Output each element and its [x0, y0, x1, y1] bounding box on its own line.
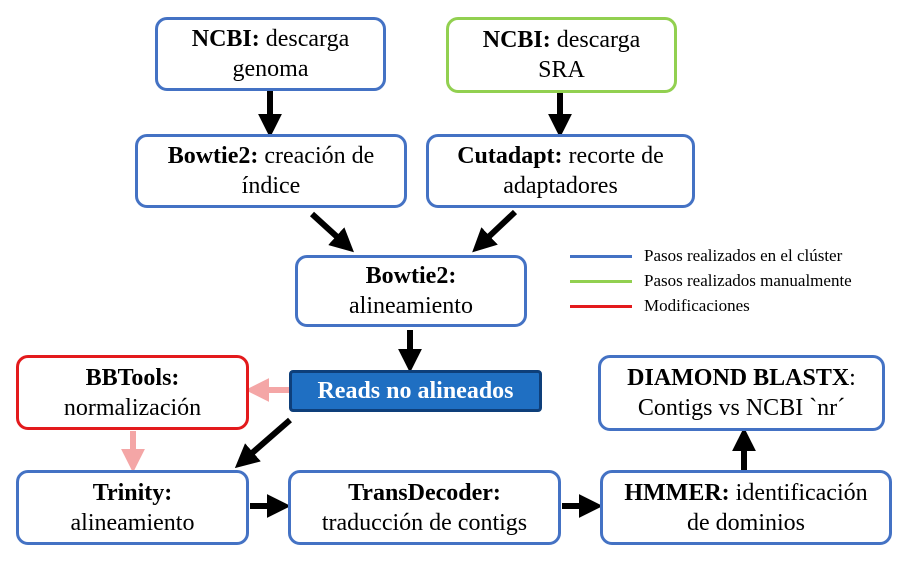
node-diamond-bold: DIAMOND BLASTX: [627, 365, 850, 391]
node-cutadapt-rest: recorte de: [562, 143, 664, 169]
node-diamond-line2: Contigs vs NCBI `nr´: [637, 395, 846, 421]
node-cutadapt: Cutadapt: recorte de adaptadores: [426, 134, 695, 208]
legend-item-modifications: Modificaciones: [570, 296, 750, 316]
node-diamond-blastx: DIAMOND BLASTX: Contigs vs NCBI `nr´: [598, 355, 885, 431]
arrow-reads-to-trinity: [234, 417, 292, 469]
legend-swatch-manual: [570, 279, 632, 283]
node-ncbi-genome-bold: NCBI:: [191, 26, 260, 52]
node-hmmer: HMMER: identificación de dominios: [600, 470, 892, 545]
legend-item-manual: Pasos realizados manualmente: [570, 271, 852, 291]
node-bowtie-align-line2: alineamiento: [349, 293, 473, 319]
node-transdecoder: TransDecoder: traducción de contigs: [288, 470, 561, 545]
legend-item-cluster: Pasos realizados en el clúster: [570, 246, 842, 266]
arrow-index-to-align: [309, 211, 354, 253]
node-diamond-rest: :: [849, 365, 856, 391]
node-ncbi-sra-bold: NCBI:: [482, 27, 551, 53]
node-reads-no-alineados: Reads no alineados: [289, 370, 542, 412]
legend-label-cluster: Pasos realizados en el clúster: [644, 246, 843, 265]
node-cutadapt-bold: Cutadapt:: [457, 143, 563, 169]
node-hmmer-line2: de dominios: [687, 509, 805, 536]
node-ncbi-sra-rest: descarga: [550, 27, 641, 53]
node-bowtie-align-bold: Bowtie2:: [365, 263, 457, 289]
node-trinity: Trinity: alineamiento: [16, 470, 249, 545]
node-bbtools-line2: normalización: [63, 394, 202, 421]
node-bowtie-index-bold: Bowtie2:: [167, 143, 259, 169]
node-ncbi-sra-line2: SRA: [538, 57, 585, 83]
node-reads-label: Reads no alineados: [317, 378, 514, 404]
legend-label-manual: Pasos realizados manualmente: [644, 271, 852, 290]
node-ncbi-genome-rest: descarga: [259, 26, 350, 52]
node-transdecoder-line2: traducción de contigs: [321, 509, 528, 536]
node-ncbi-sra: NCBI: descarga SRA: [446, 17, 677, 93]
legend-swatch-modifications: [570, 304, 632, 308]
node-ncbi-genome: NCBI: descarga genoma: [155, 17, 386, 91]
node-bowtie-align: Bowtie2: alineamiento: [295, 255, 527, 327]
arrow-cutadapt-to-align: [472, 209, 518, 253]
legend-swatch-cluster: [570, 254, 632, 258]
node-hmmer-bold: HMMER:: [624, 479, 730, 506]
node-trinity-line2: alineamiento: [70, 509, 195, 536]
node-bowtie-index-rest: creación de: [258, 143, 375, 169]
node-ncbi-genome-line2: genoma: [232, 56, 309, 82]
legend-label-modifications: Modificaciones: [644, 296, 750, 315]
node-cutadapt-line2: adaptadores: [503, 173, 618, 199]
node-bbtools: BBTools: normalización: [16, 355, 249, 430]
node-bbtools-bold: BBTools:: [85, 364, 180, 391]
node-trinity-bold: Trinity:: [92, 479, 173, 506]
node-transdecoder-bold: TransDecoder:: [348, 479, 501, 506]
node-bowtie-index-line2: índice: [241, 173, 301, 199]
node-hmmer-rest: identificación: [729, 479, 868, 506]
node-bowtie-index: Bowtie2: creación de índice: [135, 134, 407, 208]
